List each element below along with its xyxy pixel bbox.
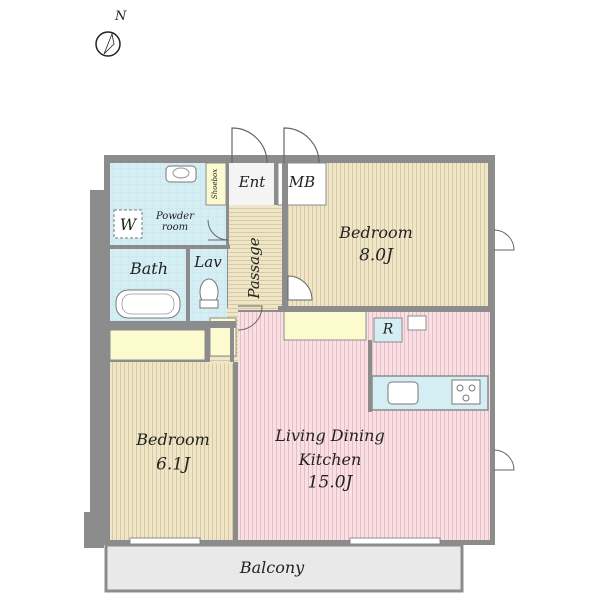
bath-label: Bath: [129, 259, 169, 279]
bathtub: [115, 289, 181, 319]
lav-door: [237, 305, 263, 331]
washbasin: [165, 165, 197, 183]
washer-label: W: [119, 215, 137, 235]
passage-label: Passage: [244, 237, 263, 299]
bedroom2-window: [129, 537, 201, 545]
washer-box: [113, 209, 143, 239]
bedroom2-floor: [110, 362, 233, 540]
ldk-line1: Living Dining: [275, 426, 385, 446]
passage-floor: [228, 205, 282, 310]
kitchen-sink: [387, 381, 419, 405]
bedroom2-name: Bedroom: [136, 430, 210, 450]
toilet-tank: [199, 299, 219, 309]
interior-walls: [106, 163, 488, 542]
stove-burner: [462, 394, 470, 402]
balcony-label: Balcony: [239, 558, 305, 578]
compass-north-label: N: [115, 9, 127, 24]
bedroom1-window-door: [493, 229, 515, 251]
ldk-window-door: [493, 449, 515, 471]
bathtub-inner: [121, 293, 175, 315]
entrance-door: [231, 127, 268, 164]
entrance-label: Ent: [238, 172, 266, 191]
refrigerator-box: [373, 317, 403, 343]
mb-door: [283, 127, 320, 164]
stove-burner: [456, 384, 464, 392]
powder-door: [207, 219, 229, 241]
mb-label: MB: [288, 172, 316, 191]
refrigerator-label: R: [382, 321, 394, 338]
stove: [451, 379, 481, 405]
shoebox-label: Shoebox: [211, 168, 220, 200]
pantry-box: [407, 315, 427, 331]
bedroom2-size: 6.1J: [156, 454, 190, 475]
compass: [95, 31, 121, 57]
balcony: [104, 543, 464, 593]
ldk-floor: [238, 312, 490, 540]
powder-room-label: Powder room: [152, 211, 198, 233]
ldk-line2: Kitchen: [298, 450, 362, 470]
washbasin-bowl: [172, 167, 190, 179]
corner-notch: [86, 150, 104, 190]
bedroom1-name: Bedroom: [339, 223, 413, 243]
bedroom2-closet: [109, 329, 206, 361]
ldk-window: [349, 537, 441, 545]
corner-notch: [84, 512, 104, 548]
entrance-floor: [228, 163, 274, 205]
ldk-size: 15.0J: [307, 472, 353, 493]
stove-burner: [468, 384, 476, 392]
powder-room-text: Powder room: [155, 211, 194, 233]
bedroom1-closet: [283, 309, 367, 341]
passage-door: [287, 275, 313, 301]
bedroom1-size: 8.0J: [359, 245, 393, 266]
lav-label: Lav: [194, 252, 222, 271]
